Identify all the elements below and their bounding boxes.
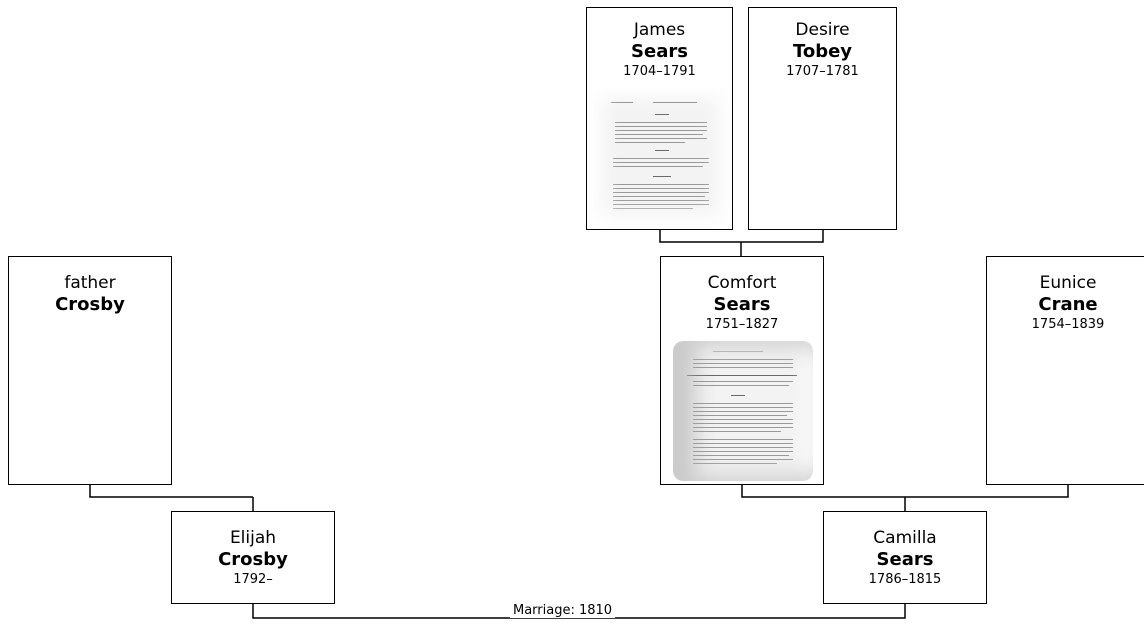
life-dates: 1707–1781 <box>786 64 859 79</box>
given-name: Eunice <box>1039 273 1097 293</box>
given-name: father <box>64 273 116 293</box>
given-name: Desire <box>795 20 850 40</box>
surname: Sears <box>631 41 688 62</box>
life-dates: 1786–1815 <box>868 572 942 587</box>
life-dates: 1751–1827 <box>705 317 779 332</box>
person-card-desire-tobey[interactable]: Desire Tobey 1707–1781 <box>748 7 897 230</box>
document-scan-icon[interactable] <box>673 341 813 481</box>
connector-james-desire <box>659 230 824 243</box>
life-dates: 1792– <box>233 572 273 587</box>
person-card-eunice-crane[interactable]: Eunice Crane 1754–1839 <box>986 256 1144 485</box>
person-card-comfort-sears[interactable]: Comfort Sears 1751–1827 <box>660 256 824 485</box>
given-name: Elijah <box>229 528 277 548</box>
given-name: James <box>633 20 686 40</box>
person-card-father-crosby[interactable]: father Crosby <box>8 256 172 485</box>
connector-father <box>89 485 253 498</box>
surname: Tobey <box>792 41 853 62</box>
life-dates: 1754–1839 <box>1031 317 1105 332</box>
surname: Sears <box>876 549 934 570</box>
surname: Sears <box>713 294 771 315</box>
marriage-line <box>252 604 906 619</box>
surname: Crosby <box>55 294 125 315</box>
given-name: Camilla <box>873 528 937 548</box>
person-card-camilla-sears[interactable]: Camilla Sears 1786–1815 <box>823 511 987 604</box>
person-card-elijah-crosby[interactable]: Elijah Crosby 1792– <box>171 511 335 604</box>
given-name: Comfort <box>707 273 777 293</box>
marriage-label: Marriage: 1810 <box>510 603 616 618</box>
surname: Crosby <box>218 549 288 570</box>
life-dates: 1704–1791 <box>623 64 696 79</box>
document-scan-icon[interactable] <box>593 88 729 225</box>
connector-comfort-eunice <box>741 485 1069 498</box>
person-card-james-sears[interactable]: James Sears 1704–1791 <box>586 7 733 230</box>
surname: Crane <box>1038 294 1098 315</box>
